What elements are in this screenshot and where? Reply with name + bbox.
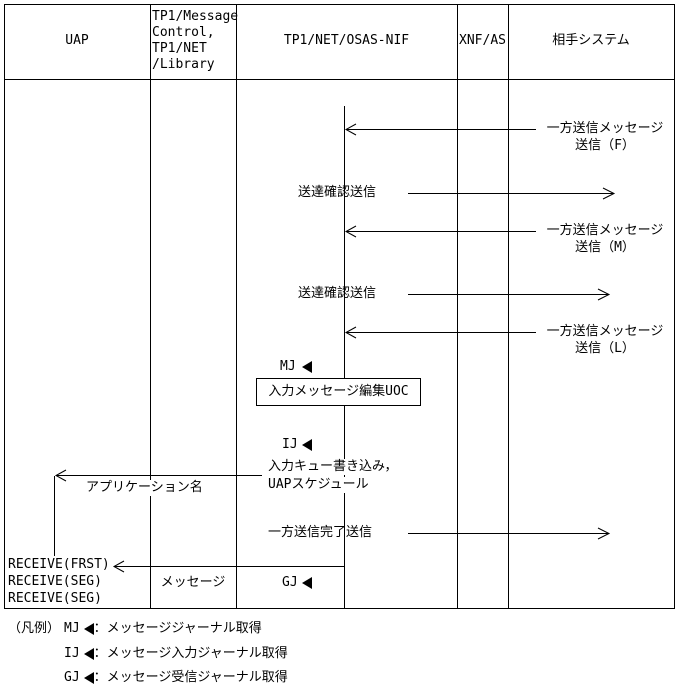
legend-desc: ：メッセージ受信ジャーナル取得 [93, 670, 288, 685]
label-app-name: アプリケーション名 [84, 480, 205, 496]
label-recv-m-line1: 一方送信メッセージ [546, 223, 664, 238]
header-mcf-line3: TP1/NET [152, 41, 207, 56]
arrowhead [344, 225, 357, 238]
gj-triangle-icon [302, 577, 312, 589]
legend-row-gj: GJ ：メッセージ受信ジャーナル取得 [64, 670, 288, 686]
legend-desc: ：メッセージジャーナル取得 [93, 621, 262, 636]
label-queue-write-line1: 入力キュー書き込み， [268, 459, 398, 475]
arrowhead [597, 288, 611, 301]
arrowhead [54, 469, 67, 482]
label-ij: IJ [282, 437, 298, 452]
label-recv-l-line2: 送信（L） [575, 341, 635, 356]
label-receive-frst: RECEIVE(FRST) [8, 557, 110, 572]
legend-desc: ：メッセージ入力ジャーナル取得 [93, 646, 288, 661]
header-mcf-line4: /Library [152, 57, 215, 72]
mj-triangle-icon [302, 361, 312, 373]
arrowhead [597, 527, 611, 540]
label-gj: GJ [282, 575, 298, 590]
label-queue-write-line2: UAPスケジュール [268, 477, 369, 493]
label-receive-seg1: RECEIVE(SEG) [8, 574, 102, 589]
diagram-frame [4, 4, 675, 609]
legend-code: MJ [64, 621, 80, 636]
header-partner: 相手システム [552, 33, 630, 48]
triangle-icon [83, 648, 94, 660]
header-nif: TP1/NET/OSAS-NIF [283, 33, 410, 48]
label-recv-m-line2: 送信（M） [575, 240, 635, 255]
legend-code: IJ [64, 646, 80, 661]
arrowhead [344, 123, 357, 136]
legend-code: GJ [64, 670, 80, 685]
arrowhead [344, 326, 357, 339]
arrowhead [602, 187, 616, 200]
legend-row-ij: IJ ：メッセージ入力ジャーナル取得 [64, 646, 288, 662]
triangle-icon [83, 623, 94, 635]
label-confirm1: 送達確認送信 [298, 185, 377, 200]
ij-triangle-icon [302, 439, 312, 451]
label-message: メッセージ [160, 575, 226, 590]
label-complete-send: 一方送信完了送信 [268, 525, 373, 540]
header-mcf-line1: TP1/Message [152, 9, 239, 24]
header-mcf-line2: Control, [152, 25, 215, 40]
legend-prefix: （凡例） [8, 621, 61, 636]
label-confirm2: 送達確認送信 [298, 286, 377, 301]
legend-row-mj: （凡例） MJ ：メッセージジャーナル取得 [8, 621, 262, 637]
label-receive-seg2: RECEIVE(SEG) [8, 591, 102, 606]
edit-uoc-box: 入力メッセージ編集UOC [256, 378, 421, 406]
label-recv-l-line1: 一方送信メッセージ [546, 324, 664, 339]
header-uap: UAP [65, 33, 89, 48]
header-xnf: XNF/AS [459, 33, 506, 48]
label-mj: MJ [280, 359, 296, 374]
triangle-icon [83, 672, 94, 684]
label-recv-f-line1: 一方送信メッセージ [546, 121, 664, 136]
label-recv-f-line2: 送信（F） [575, 138, 635, 153]
arrowhead [112, 560, 125, 573]
